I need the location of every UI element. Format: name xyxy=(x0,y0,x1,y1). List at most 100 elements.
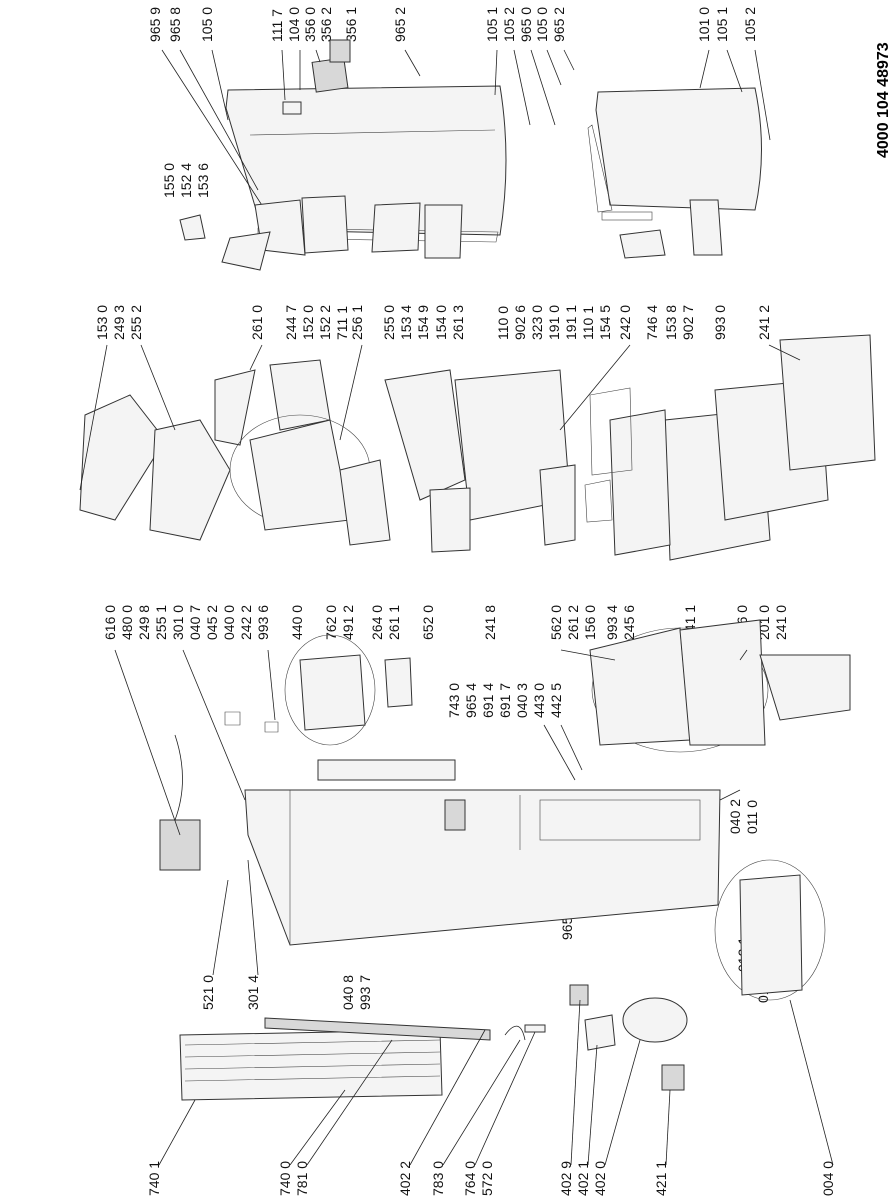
label-4800: 480 0 xyxy=(119,605,135,640)
document-reference: 4000 104 48973 xyxy=(875,42,892,158)
label-4029: 402 9 xyxy=(558,1161,574,1196)
label-7810: 781 0 xyxy=(294,1161,310,1196)
rail-parts xyxy=(224,711,456,781)
freezer-drawers xyxy=(539,334,876,561)
label-2561: 256 1 xyxy=(349,305,365,340)
label-7620: 762 0 xyxy=(323,605,339,640)
label-1522: 152 2 xyxy=(317,305,333,340)
label-4022: 402 2 xyxy=(397,1161,413,1196)
label-1040: 104 0 xyxy=(286,7,302,42)
label-4430: 443 0 xyxy=(531,683,547,718)
label-0400: 040 0 xyxy=(221,605,237,640)
label-2420: 242 0 xyxy=(617,305,633,340)
label-3562: 356 2 xyxy=(318,7,334,42)
label-6917: 691 7 xyxy=(497,683,513,718)
label-4912: 491 2 xyxy=(340,605,356,640)
condenser xyxy=(179,1017,546,1101)
label-7400: 740 0 xyxy=(277,1161,293,1196)
label-1534: 153 4 xyxy=(398,305,414,340)
label-9652b: 965 2 xyxy=(551,7,567,42)
label-9027: 902 7 xyxy=(680,305,696,340)
col-d-labels: 743 0 965 4 691 4 691 7 040 3 443 0 442 … xyxy=(446,683,564,718)
label-1052b: 105 2 xyxy=(742,7,758,42)
label-2422: 242 2 xyxy=(238,605,254,640)
label-3230: 323 0 xyxy=(529,305,545,340)
evaporator-assembly xyxy=(284,619,851,753)
label-1117: 111 7 xyxy=(269,9,285,42)
label-2550: 255 0 xyxy=(381,305,397,340)
label-1050b: 105 0 xyxy=(534,7,550,42)
label-1536: 153 6 xyxy=(195,163,211,198)
label-7830: 783 0 xyxy=(430,1161,446,1196)
label-9934: 993 4 xyxy=(604,605,620,640)
base-plate xyxy=(714,859,826,1001)
label-2552: 255 2 xyxy=(128,305,144,340)
col-a-labels: 153 0 249 3 255 2 xyxy=(94,305,144,340)
label-9936: 993 6 xyxy=(255,605,271,640)
label-1911: 191 1 xyxy=(563,305,579,340)
label-0408: 040 8 xyxy=(340,975,356,1010)
label-2640: 264 0 xyxy=(369,605,385,640)
label-1051b: 105 1 xyxy=(714,7,730,42)
label-2610a: 261 0 xyxy=(249,305,265,340)
label-1560: 156 0 xyxy=(582,605,598,640)
mid-leaders xyxy=(79,344,801,976)
label-4021: 402 1 xyxy=(575,1161,591,1196)
label-0452: 045 2 xyxy=(204,605,220,640)
label-5210: 521 0 xyxy=(200,975,216,1010)
label-1520: 152 0 xyxy=(300,305,316,340)
label-1010: 101 0 xyxy=(696,7,712,42)
door-freezer xyxy=(587,87,762,221)
label-1545: 154 5 xyxy=(597,305,613,340)
label-2493: 249 3 xyxy=(111,305,127,340)
label-5720: 572 0 xyxy=(479,1161,495,1196)
top-labels: 965 9 965 8 105 0 111 7 104 0 356 0 356 … xyxy=(147,7,758,42)
label-1051a: 105 1 xyxy=(484,7,500,42)
label-2551: 255 1 xyxy=(153,605,169,640)
label-0407: 040 7 xyxy=(187,605,203,640)
bottom-labels: 740 1 740 0 781 0 402 2 783 0 764 0 572 … xyxy=(146,1161,836,1196)
label-3010: 301 0 xyxy=(170,605,186,640)
label-1540: 154 0 xyxy=(433,305,449,340)
label-9658: 965 8 xyxy=(167,7,183,42)
top-leaders xyxy=(161,49,771,211)
label-7640: 764 0 xyxy=(462,1161,478,1196)
label-9937: 993 7 xyxy=(357,975,373,1010)
door-fridge xyxy=(225,39,507,243)
label-1530: 153 0 xyxy=(94,305,110,340)
label-6160: 616 0 xyxy=(102,605,118,640)
label-5620: 562 0 xyxy=(548,605,564,640)
label-1101: 110 1 xyxy=(580,306,596,340)
label-7464: 746 4 xyxy=(644,305,660,340)
label-7111: 711 1 xyxy=(334,306,350,340)
label-2612: 261 2 xyxy=(565,605,581,640)
upper-mid-labels: 155 0 152 4 153 6 xyxy=(161,163,211,198)
label-3014: 301 4 xyxy=(245,975,261,1010)
label-1538: 153 8 xyxy=(663,305,679,340)
label-6914: 691 4 xyxy=(480,683,496,718)
label-1524: 152 4 xyxy=(178,163,194,198)
label-7401: 740 1 xyxy=(146,1161,162,1196)
label-0110: 011 0 xyxy=(744,800,760,834)
label-1910: 191 0 xyxy=(546,305,562,340)
col-b-labels: 261 0 244 7 152 0 152 2 711 1 256 1 255 … xyxy=(249,305,772,340)
label-1550: 155 0 xyxy=(161,163,177,198)
label-2410: 241 0 xyxy=(773,605,789,640)
label-2611: 261 1 xyxy=(386,605,402,640)
label-2498: 249 8 xyxy=(136,605,152,640)
cabinet-body xyxy=(159,734,721,946)
label-2456: 245 6 xyxy=(621,605,637,640)
label-3561: 356 1 xyxy=(343,7,359,42)
label-4400: 440 0 xyxy=(289,605,305,640)
label-1052a: 105 2 xyxy=(501,7,517,42)
label-1100: 110 0 xyxy=(495,306,511,340)
label-9652a: 965 2 xyxy=(392,7,408,42)
label-4020: 402 0 xyxy=(592,1161,608,1196)
label-0402: 040 2 xyxy=(727,799,743,834)
label-1050a: 105 0 xyxy=(199,7,215,42)
label-7430: 743 0 xyxy=(446,683,462,718)
label-4425: 442 5 xyxy=(548,683,564,718)
label-3560: 356 0 xyxy=(302,7,318,42)
label-9026: 902 6 xyxy=(512,305,528,340)
